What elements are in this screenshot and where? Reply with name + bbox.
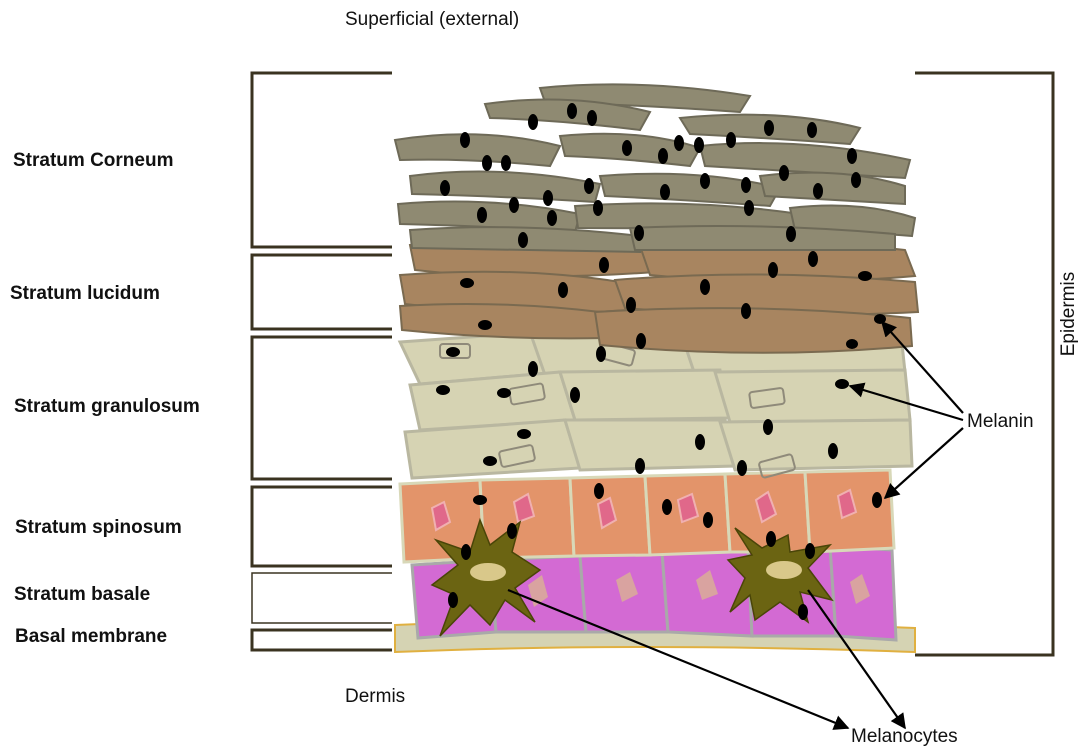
layer-label-spinosum: Stratum spinosum (15, 517, 182, 539)
epidermis-bracket (915, 73, 1053, 655)
melanin-label: Melanin (967, 411, 1034, 433)
layer-label-corneum: Stratum Corneum (13, 150, 173, 172)
superficial-label: Superficial (external) (345, 9, 519, 31)
left-brackets (252, 73, 392, 650)
layer-label-granulosum: Stratum granulosum (14, 396, 200, 418)
layer-label-basale: Stratum basale (14, 584, 150, 606)
layer-label-membrane: Basal membrane (15, 626, 167, 648)
lucidum-cells (400, 239, 918, 353)
bracket-lucidum (252, 255, 392, 329)
melanocytes-label: Melanocytes (851, 726, 958, 748)
bracket-membrane (252, 630, 392, 650)
dermis-label: Dermis (345, 686, 405, 708)
layer-label-lucidum: Stratum lucidum (10, 283, 160, 305)
bracket-granulosum (252, 337, 392, 479)
corneum-cells (395, 84, 915, 252)
epidermis-label: Epidermis (1058, 269, 1080, 359)
bracket-corneum (252, 73, 392, 247)
bracket-spinosum (252, 487, 392, 566)
bracket-basale (252, 573, 392, 623)
